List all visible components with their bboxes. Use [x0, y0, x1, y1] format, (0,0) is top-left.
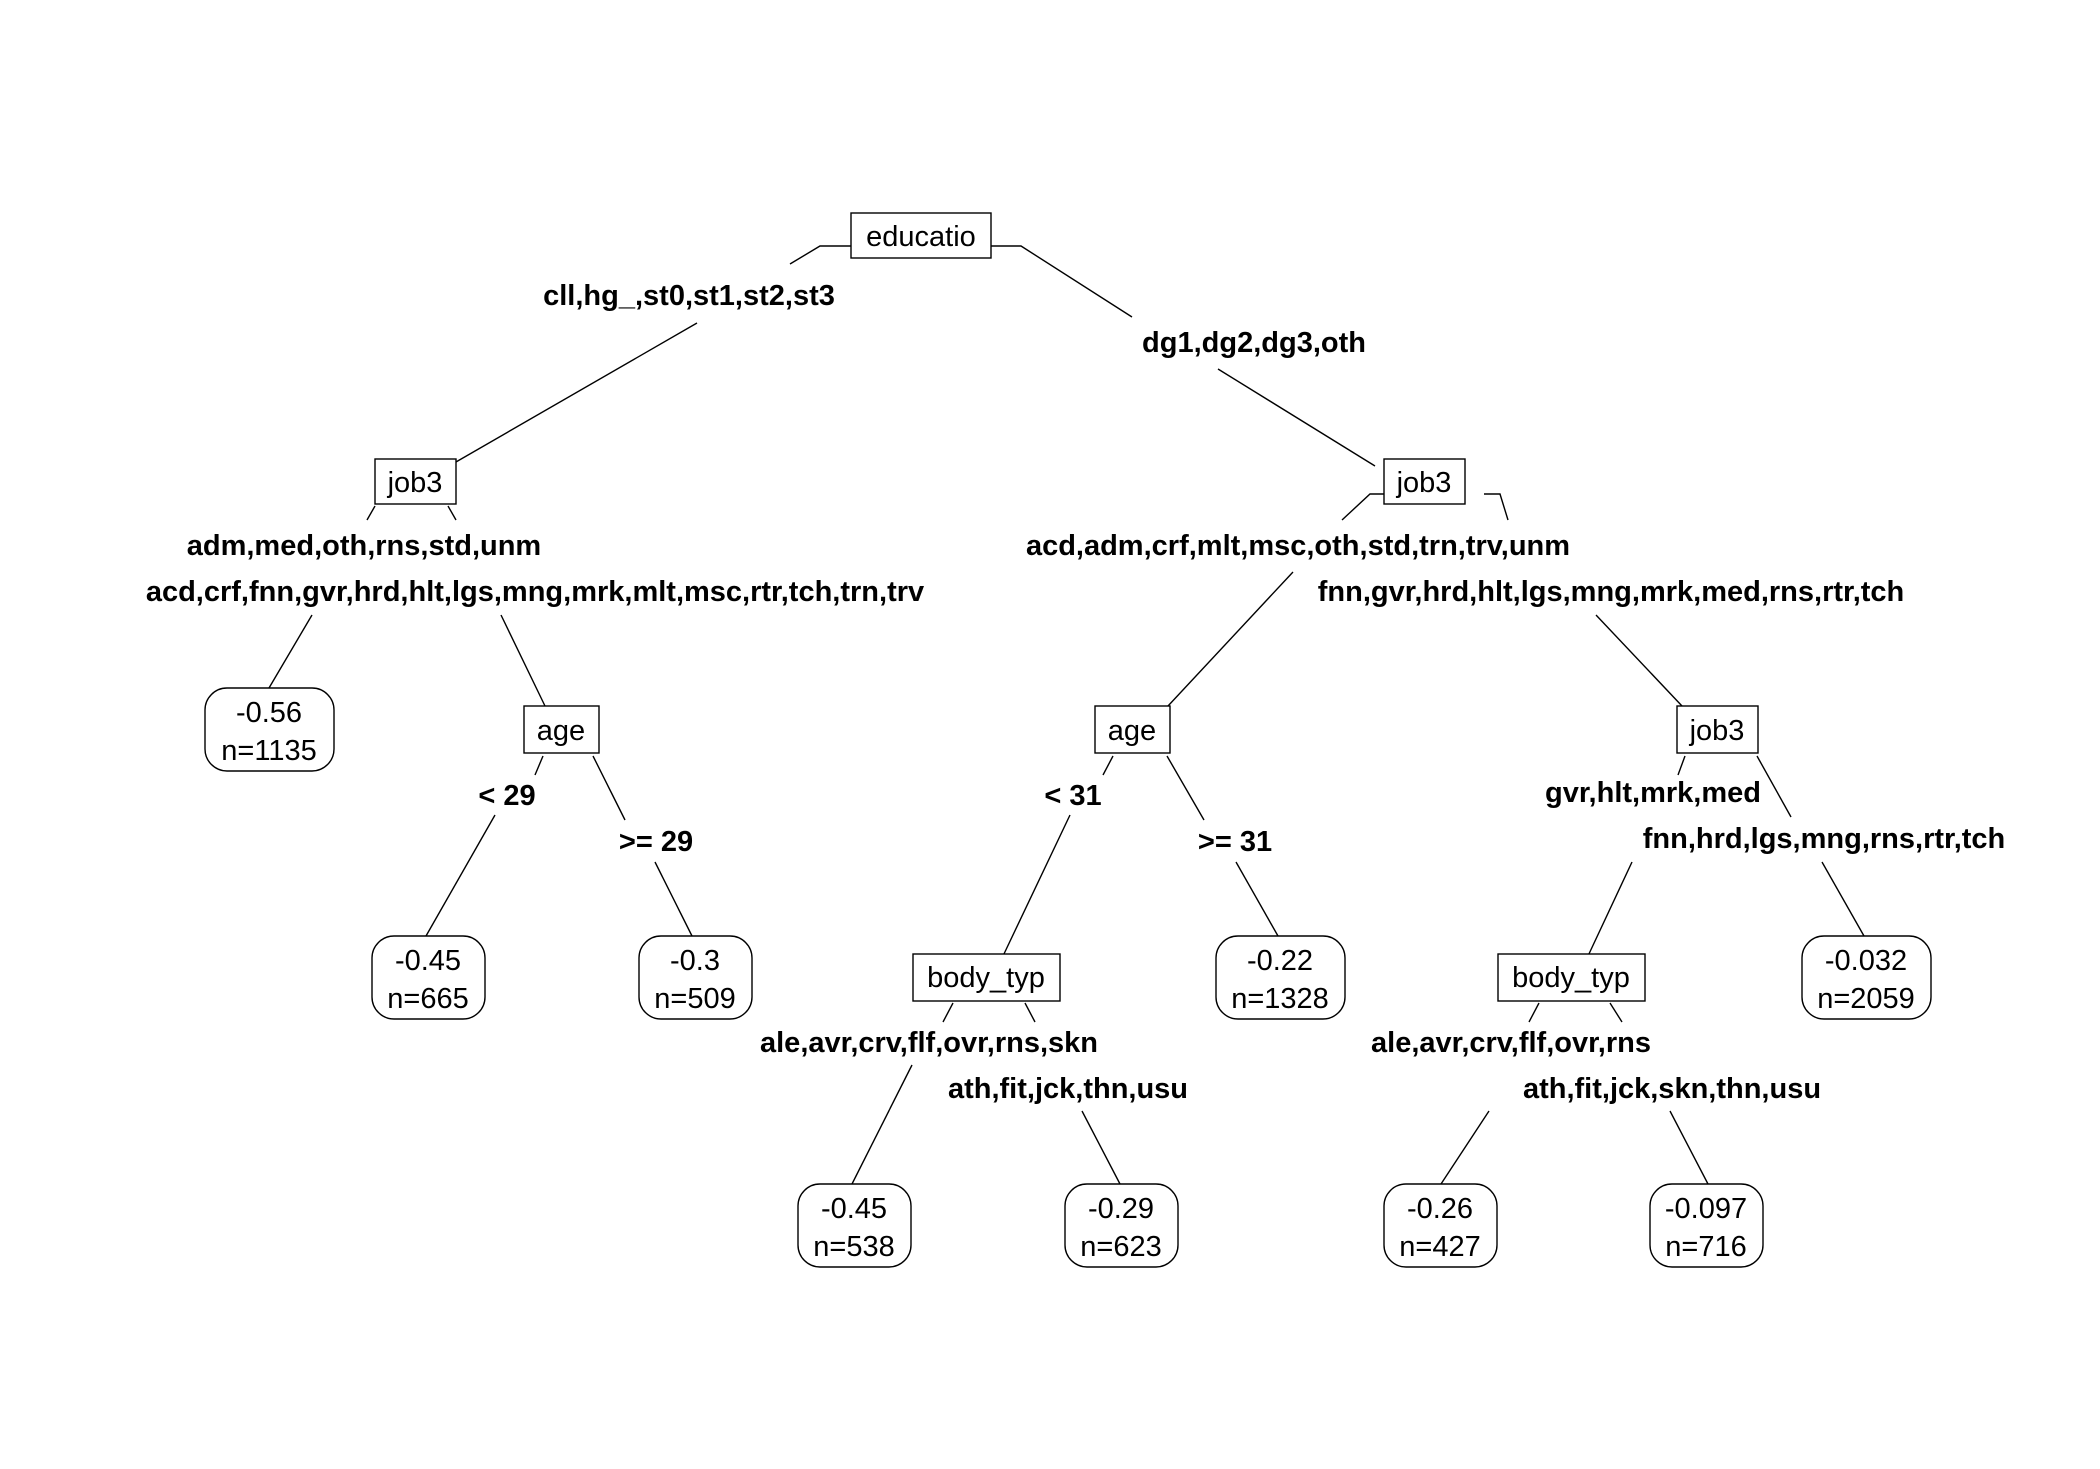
split-node-job3-right: job3 [1383, 458, 1466, 505]
edge-job3-rr-to-body-right-upper [1677, 755, 1686, 776]
edge-age-left-to-leaf-3-upper [592, 755, 626, 821]
leaf-node-7: -0.29 n=623 [1064, 1183, 1179, 1268]
leaf-value: -0.032 [1825, 945, 1907, 977]
edge-body-left-to-leaf-7-lower [1081, 1110, 1121, 1185]
edge-body-left-to-leaf-6-lower [851, 1064, 913, 1185]
edge-job3-left-to-leaf-1-upper [366, 505, 376, 521]
split-node-label: job3 [1396, 467, 1452, 499]
split-node-job3-rr: job3 [1676, 705, 1759, 754]
edge-root-to-job3-left-lower [448, 322, 698, 467]
leaf-value: -0.26 [1407, 1193, 1473, 1225]
leaf-node-3: -0.3 n=509 [638, 935, 753, 1020]
edge-job3-right-to-age-right-lower [1167, 571, 1294, 707]
edge-age-left-to-leaf-2-lower [425, 814, 496, 937]
edge-age-right-to-body-left-upper [1102, 755, 1114, 776]
split-node-job3-left: job3 [374, 458, 457, 505]
leaf-value: -0.45 [821, 1193, 887, 1225]
edge-label-job3-rr-left: gvr,hlt,mrk,med [1545, 777, 1761, 809]
edge-job3-left-to-age-left-lower [500, 614, 546, 707]
split-node-body-right: body_typ [1497, 953, 1646, 1002]
leaf-value: -0.29 [1088, 1193, 1154, 1225]
edge-age-left-to-leaf-3-lower [654, 861, 693, 937]
edge-job3-right-to-job3-rr-lower [1595, 614, 1683, 707]
split-node-label: body_typ [1512, 962, 1630, 994]
edge-age-right-to-leaf-4-lower [1235, 861, 1279, 937]
edge-body-left-to-leaf-7-upper [1024, 1002, 1036, 1023]
edge-label-job3-right-left: acd,adm,crf,mlt,msc,oth,std,trn,trv,unm [1026, 530, 1570, 562]
edge-label-body-right-right: ath,fit,jck,skn,thn,usu [1523, 1073, 1821, 1105]
leaf-node-1: -0.56 n=1135 [204, 687, 335, 772]
leaf-count: n=509 [654, 983, 735, 1015]
edge-label-job3-rr-right: fnn,hrd,lgs,mng,rns,rtr,tch [1643, 823, 2006, 855]
edge-job3-left-to-age-left-upper [447, 505, 457, 521]
split-node-age-right: age [1094, 705, 1171, 754]
tree-edges [268, 245, 1865, 1185]
edge-job3-rr-to-leaf-5-upper [1756, 755, 1792, 818]
edge-job3-right-to-age-right-upper [1341, 493, 1384, 521]
leaf-value: -0.22 [1247, 945, 1313, 977]
leaf-count: n=2059 [1817, 983, 1915, 1015]
edge-job3-rr-to-body-right-lower [1587, 861, 1633, 957]
leaf-value: -0.097 [1665, 1193, 1747, 1225]
edge-labels: cll,hg_,st0,st1,st2,st3 dg1,dg2,dg3,oth … [146, 280, 2005, 1105]
split-node-label: job3 [387, 467, 443, 499]
edge-body-left-to-leaf-6-upper [942, 1002, 954, 1023]
edge-label-age-right-right: >= 31 [1198, 826, 1272, 858]
edge-age-right-to-body-left-lower [1002, 814, 1071, 957]
leaf-value: -0.3 [670, 945, 720, 977]
split-node-label: age [1108, 715, 1156, 747]
edge-age-left-to-leaf-2-upper [534, 755, 544, 776]
leaf-node-6: -0.45 n=538 [797, 1183, 912, 1268]
edge-label-body-left-left: ale,avr,crv,flf,ovr,rns,skn [760, 1027, 1098, 1059]
leaf-value: -0.56 [236, 697, 302, 729]
leaf-count: n=665 [387, 983, 468, 1015]
edge-root-to-job3-right-lower [1217, 368, 1376, 467]
edge-label-age-left-left: < 29 [478, 780, 535, 812]
edge-body-right-to-leaf-8-upper [1528, 1002, 1540, 1023]
split-node-label: job3 [1689, 715, 1745, 747]
edge-label-job3-right-right: fnn,gvr,hrd,hlt,lgs,mng,mrk,med,rns,rtr,… [1318, 576, 1905, 608]
edge-body-right-to-leaf-8-lower [1440, 1110, 1490, 1185]
leaf-count: n=1135 [221, 735, 316, 767]
leaf-count: n=716 [1665, 1231, 1746, 1263]
edge-label-job3-left-left: adm,med,oth,rns,std,unm [187, 530, 541, 562]
edge-job3-right-to-job3-rr-upper [1484, 493, 1509, 521]
split-node-label: age [537, 715, 585, 747]
split-node-body-left: body_typ [912, 953, 1061, 1002]
leaf-node-8: -0.26 n=427 [1383, 1183, 1498, 1268]
leaf-node-4: -0.22 n=1328 [1215, 935, 1346, 1020]
edge-body-right-to-leaf-9-lower [1669, 1110, 1709, 1185]
leaf-count: n=427 [1399, 1231, 1480, 1263]
edge-root-to-job3-right [986, 245, 1133, 318]
leaf-node-9: -0.097 n=716 [1649, 1183, 1764, 1268]
edge-job3-rr-to-leaf-5-lower [1821, 861, 1865, 937]
edge-label-body-right-left: ale,avr,crv,flf,ovr,rns [1371, 1027, 1651, 1059]
split-node-root: educatio [850, 212, 992, 259]
split-node-label: body_typ [927, 962, 1045, 994]
leaf-node-2: -0.45 n=665 [371, 935, 486, 1020]
edge-label-age-right-left: < 31 [1044, 780, 1101, 812]
edge-root-to-job3-left [789, 245, 851, 265]
edge-age-right-to-leaf-4-upper [1166, 755, 1205, 821]
edge-label-body-left-right: ath,fit,jck,thn,usu [948, 1073, 1188, 1105]
edge-label-root-right: dg1,dg2,dg3,oth [1142, 327, 1366, 359]
edge-body-right-to-leaf-9-upper [1609, 1002, 1623, 1023]
edge-job3-left-to-leaf-1-lower [268, 614, 313, 689]
edge-label-job3-left-right: acd,crf,fnn,gvr,hrd,hlt,lgs,mng,mrk,mlt,… [146, 576, 924, 608]
edge-label-age-left-right: >= 29 [619, 826, 693, 858]
leaf-count: n=623 [1080, 1231, 1161, 1263]
leaf-value: -0.45 [395, 945, 461, 977]
leaf-count: n=1328 [1231, 983, 1329, 1015]
split-node-age-left: age [523, 705, 600, 754]
split-node-label: educatio [866, 221, 976, 253]
leaf-node-5: -0.032 n=2059 [1801, 935, 1932, 1020]
leaf-count: n=538 [813, 1231, 894, 1263]
edge-label-root-left: cll,hg_,st0,st1,st2,st3 [543, 280, 835, 312]
